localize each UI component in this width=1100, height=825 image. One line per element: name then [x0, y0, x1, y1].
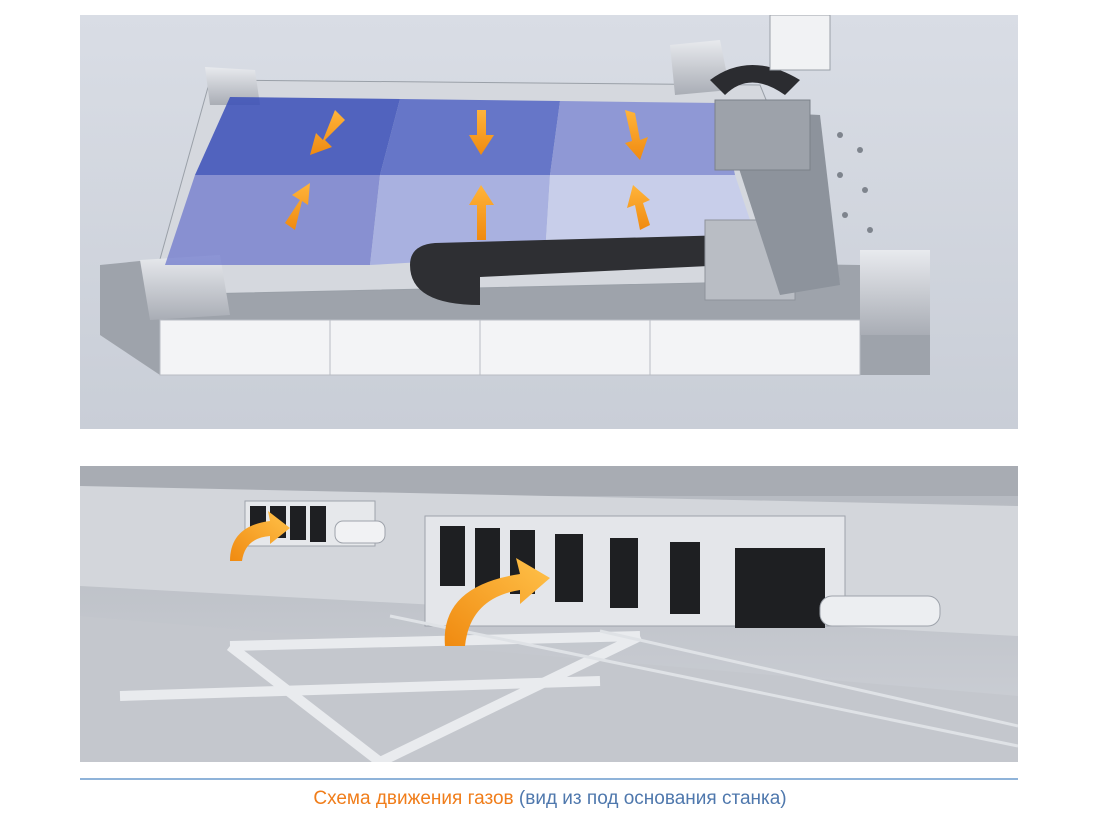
airflow-zones — [165, 97, 760, 265]
arrow-icon — [625, 110, 648, 160]
frame-corner-right — [860, 250, 930, 335]
arrow-icon — [627, 185, 650, 230]
arrow-icon — [310, 110, 345, 155]
slats — [389, 614, 1018, 748]
arrow-icon — [469, 185, 494, 240]
airflow-arrows — [285, 110, 650, 240]
cable-chain — [410, 235, 730, 305]
caption-rest: (вид из под основания станка) — [518, 788, 787, 809]
airflow-arrows-bottom — [230, 511, 550, 646]
cylinder-left — [334, 520, 386, 544]
cylinder-right — [819, 595, 941, 627]
underside-illustration — [80, 466, 1018, 762]
control-panel — [769, 15, 831, 71]
machine-overview-image — [80, 15, 1018, 429]
arrow-icon — [469, 110, 494, 155]
machine-overview-illustration — [100, 15, 930, 376]
support-frame — [119, 631, 643, 762]
curved-arrow-icon — [444, 558, 550, 646]
base-cabinet-panels — [159, 319, 861, 376]
caption-divider — [80, 778, 1018, 780]
arrow-icon — [285, 183, 310, 230]
caption-highlight: Схема движения газов — [313, 788, 514, 809]
curved-arrow-icon — [230, 511, 290, 561]
laser-head — [714, 99, 811, 171]
underside-view-image — [80, 466, 1018, 762]
head-cable-chain — [710, 65, 800, 95]
caption: Схема движения газов (вид из под основан… — [0, 786, 1100, 812]
frame-corner-left — [140, 255, 230, 320]
frame-corner-top-left — [205, 67, 260, 105]
